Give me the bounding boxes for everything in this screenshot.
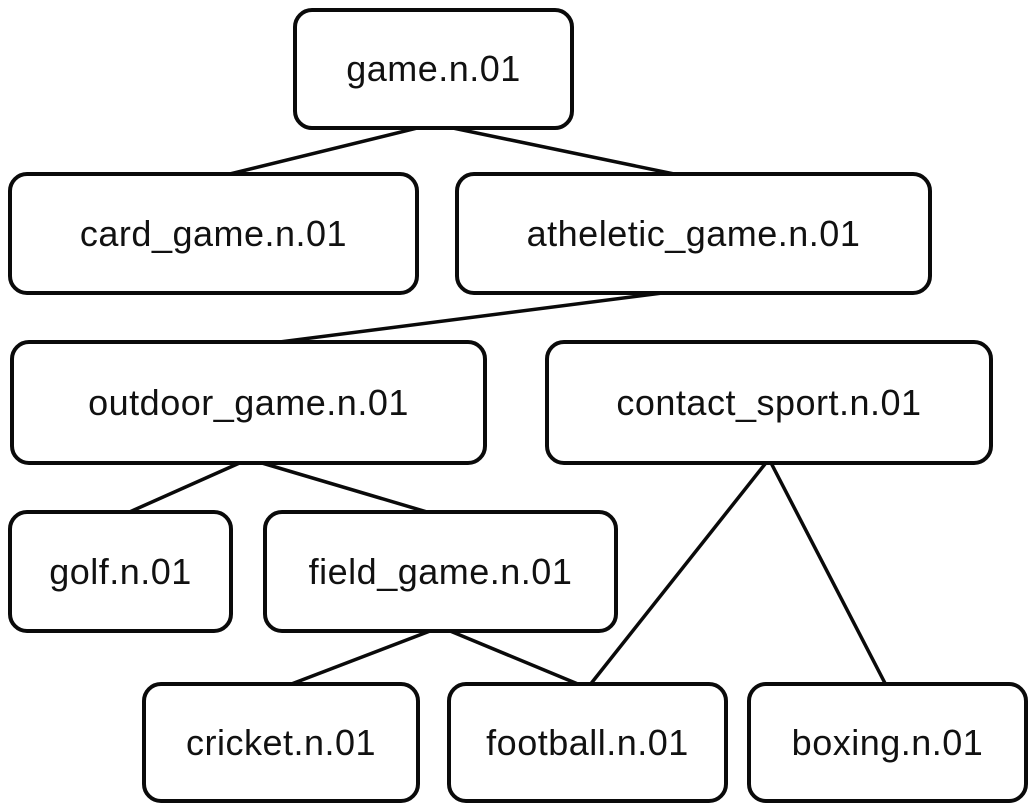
node-label-outdoor_game: outdoor_game.n.01 <box>88 381 409 423</box>
node-boxing: boxing.n.01 <box>747 682 1028 803</box>
edge-contact_sport-football <box>586 457 771 690</box>
node-cricket: cricket.n.01 <box>142 682 420 803</box>
node-label-field_game: field_game.n.01 <box>308 550 573 592</box>
node-atheletic_game: atheletic_game.n.01 <box>455 172 932 295</box>
node-field_game: field_game.n.01 <box>263 510 618 633</box>
edge-game-atheletic_game <box>433 122 694 180</box>
node-contact_sport: contact_sport.n.01 <box>545 340 993 465</box>
node-label-contact_sport: contact_sport.n.01 <box>616 381 922 423</box>
node-label-boxing: boxing.n.01 <box>791 721 984 763</box>
edge-contact_sport-boxing <box>767 458 890 689</box>
edge-game-card_game <box>213 122 434 180</box>
edge-atheletic_game-outdoor_game <box>248 287 694 348</box>
node-label-game: game.n.01 <box>346 48 521 89</box>
node-label-golf: golf.n.01 <box>49 550 192 592</box>
node-outdoor_game: outdoor_game.n.01 <box>10 340 487 465</box>
node-golf: golf.n.01 <box>8 510 233 633</box>
node-label-football: football.n.01 <box>486 721 689 763</box>
node-card_game: card_game.n.01 <box>8 172 419 295</box>
node-label-atheletic_game: atheletic_game.n.01 <box>526 212 861 254</box>
node-label-cricket: cricket.n.01 <box>185 721 377 763</box>
node-label-card_game: card_game.n.01 <box>79 212 348 254</box>
edge-field_game-football <box>439 625 589 690</box>
node-game: game.n.01 <box>293 8 574 130</box>
node-football: football.n.01 <box>447 682 728 803</box>
edge-outdoor_game-field_game <box>248 457 441 518</box>
edge-outdoor_game-golf <box>119 457 250 518</box>
edge-field_game-cricket <box>280 625 442 690</box>
